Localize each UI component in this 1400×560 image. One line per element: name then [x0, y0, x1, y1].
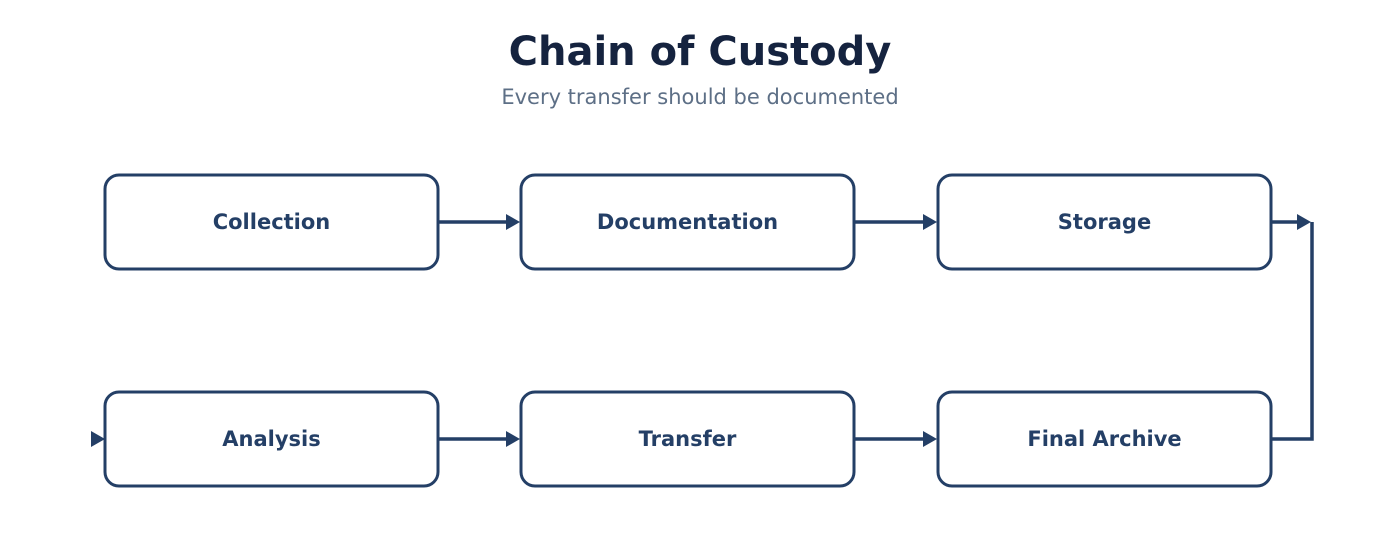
- step-label: Final Archive: [1027, 427, 1181, 451]
- step-node-analysis: Analysis: [103, 390, 440, 488]
- step-box: [519, 390, 856, 488]
- arrow-head-icon: [923, 214, 937, 230]
- step-box: [103, 173, 440, 271]
- flow-edges: [91, 214, 1314, 447]
- edge-line: [1271, 222, 1314, 441]
- arrow-head-icon: [506, 431, 520, 447]
- arrow-head-icon: [506, 214, 520, 230]
- left-arrow-head-icon: [91, 431, 105, 447]
- edge-analysis-transfer: [438, 431, 520, 447]
- arrow-head-icon: [1297, 214, 1311, 230]
- step-node-documentation: Documentation: [519, 173, 856, 271]
- step-box: [519, 173, 856, 271]
- edge-storage-right: [1271, 214, 1311, 230]
- arrow-head-icon: [923, 431, 937, 447]
- step-node-storage: Storage: [936, 173, 1273, 271]
- step-node-collection: Collection: [103, 173, 440, 271]
- step-label: Transfer: [639, 427, 737, 451]
- step-node-final-archive: Final Archive: [936, 390, 1273, 488]
- step-label: Analysis: [222, 427, 320, 451]
- diagram-subtitle: Every transfer should be documented: [501, 85, 899, 109]
- step-box: [103, 390, 440, 488]
- step-box: [936, 173, 1273, 271]
- edge-collection-documentation: [438, 214, 520, 230]
- edge-documentation-storage: [855, 214, 937, 230]
- step-label: Storage: [1058, 210, 1151, 234]
- step-node-transfer: Transfer: [519, 390, 856, 488]
- step-label: Documentation: [597, 210, 778, 234]
- edge-right-connector: [1271, 222, 1314, 441]
- step-box: [936, 390, 1273, 488]
- diagram-title: Chain of Custody: [508, 29, 892, 75]
- edge-transfer-final-archive: [855, 431, 937, 447]
- step-label: Collection: [213, 210, 331, 234]
